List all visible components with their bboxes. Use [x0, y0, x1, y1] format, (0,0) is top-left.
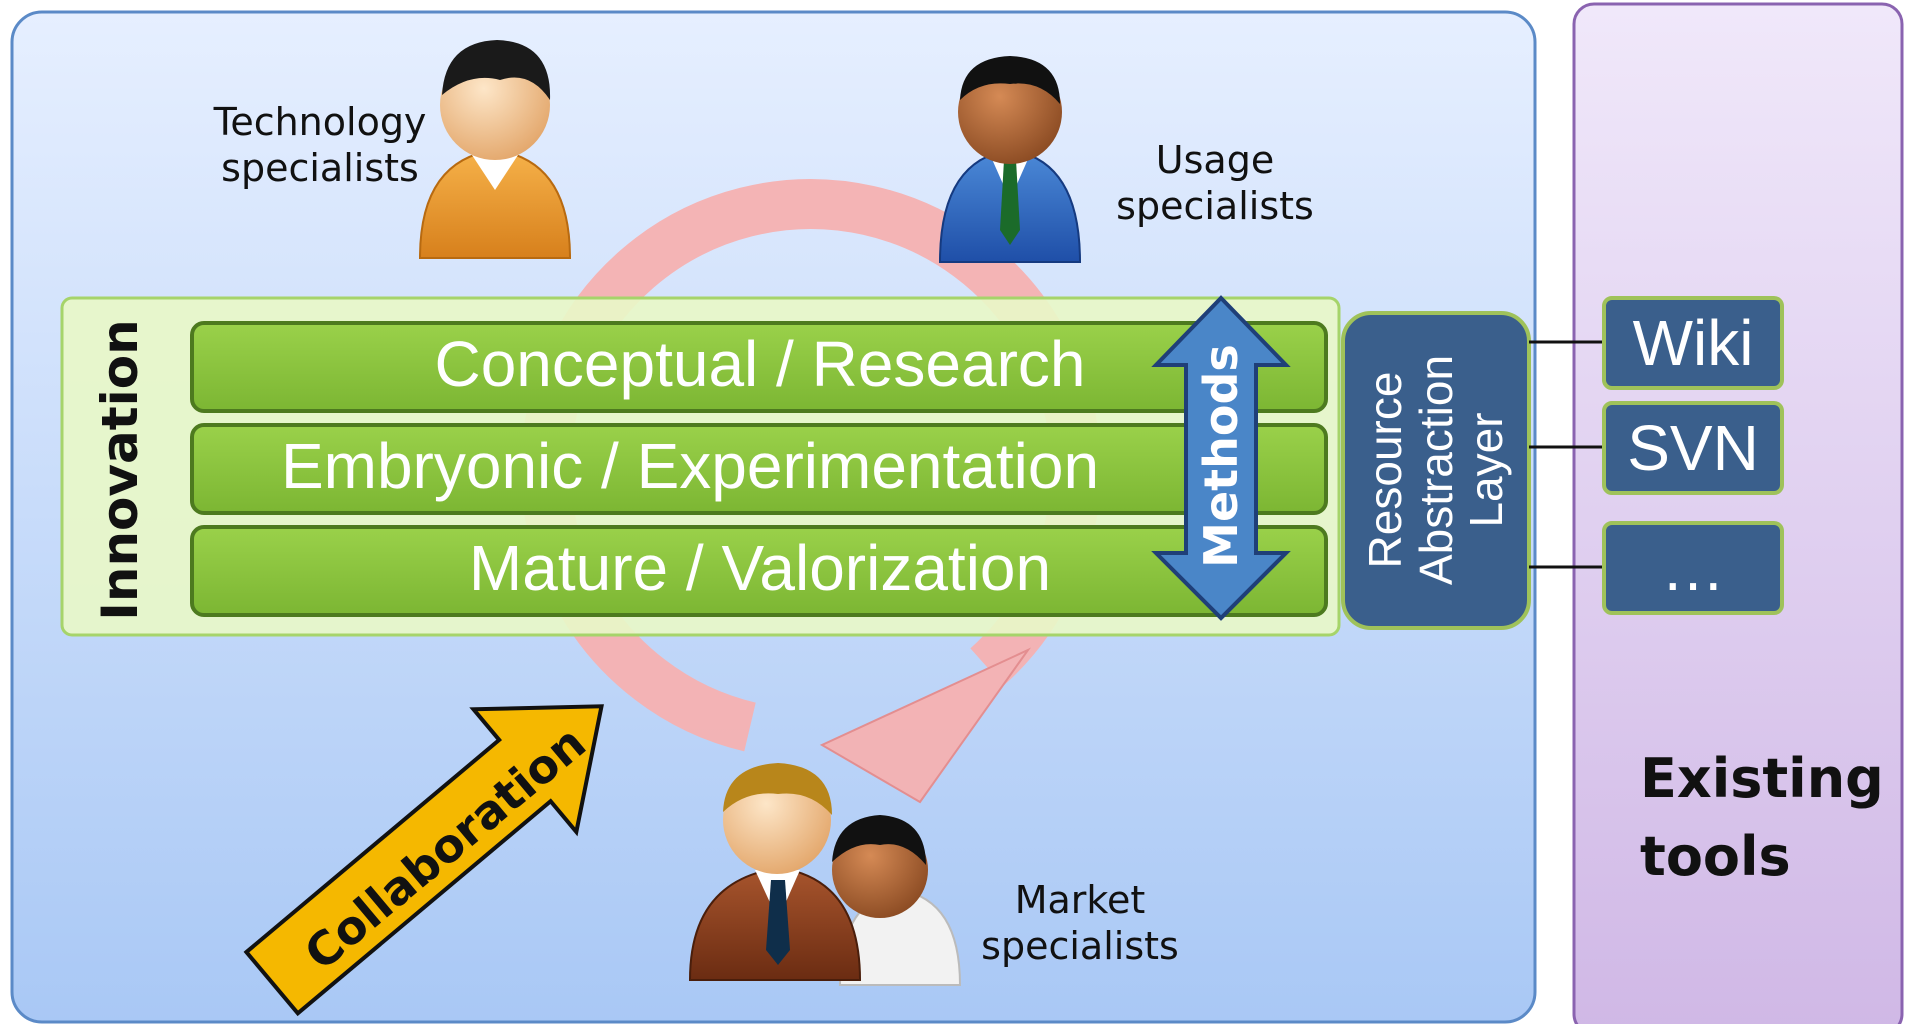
tool-box-more: …: [1602, 521, 1784, 615]
market-label-line1: Market: [1014, 878, 1146, 922]
methods-arrow: [1151, 295, 1291, 621]
tool-box-wiki: Wiki: [1602, 296, 1784, 390]
stage-bar-mature: [190, 525, 1328, 617]
tool-label-more: …: [1661, 532, 1725, 604]
resource-layer-line1: Resource: [1359, 371, 1412, 569]
tool-label-wiki: Wiki: [1632, 307, 1754, 379]
stage-label-conceptual: Conceptual / Research: [434, 328, 1086, 400]
existing-tools-line1: Existing: [1640, 747, 1884, 810]
stage-bar-embryonic: [190, 423, 1328, 515]
market-label-line2: specialists: [981, 923, 1179, 968]
tool-box-svn: SVN: [1602, 401, 1784, 495]
technology-specialists-label: Technology specialists: [195, 100, 445, 191]
technology-label-line2: specialists: [221, 145, 419, 190]
existing-tools-line2: tools: [1640, 825, 1791, 889]
resource-layer-line2: Abstraction: [1409, 354, 1462, 586]
technology-label-line1: Technology: [213, 100, 427, 144]
stage-bar-conceptual: [190, 321, 1328, 413]
technology-specialist-icon: [418, 40, 572, 259]
stage-label-embryonic: Embryonic / Experimentation: [280, 430, 1100, 502]
usage-specialists-label: Usage specialists: [1095, 138, 1335, 229]
usage-label-line1: Usage: [1155, 138, 1275, 182]
usage-label-line2: specialists: [1116, 183, 1314, 228]
methods-label: Methods: [1194, 344, 1248, 568]
collaboration-arrow: [243, 704, 604, 1017]
tool-label-svn: SVN: [1627, 412, 1759, 484]
resource-layer-line3: Layer: [1460, 412, 1513, 528]
stage-label-mature: Mature / Valorization: [468, 532, 1052, 604]
existing-tools-panel: [1572, 2, 1904, 1024]
innovation-title: Innovation: [91, 319, 149, 621]
resource-layer-label: Resource Abstraction Layer: [1359, 354, 1513, 586]
market-specialists-label: Market specialists: [960, 878, 1200, 969]
resource-layer-box: [1341, 311, 1531, 630]
usage-specialist-icon: [938, 56, 1082, 263]
market-specialist-icon: [688, 763, 962, 986]
existing-tools-title: Existing tools: [1640, 740, 1884, 897]
